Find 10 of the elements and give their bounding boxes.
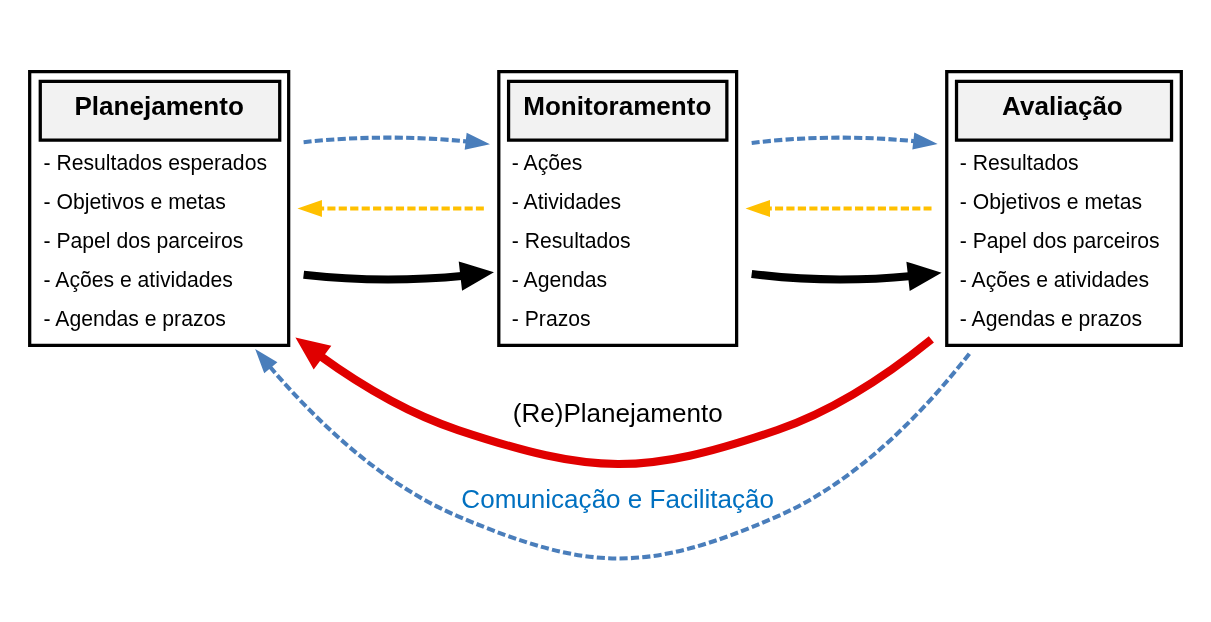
arrow: [745, 199, 932, 218]
arrow: [303, 261, 494, 291]
arrow: [751, 132, 938, 150]
edge-label: Comunicação e Facilitação: [461, 483, 775, 514]
edge-label: (Re)Planejamento: [512, 397, 723, 428]
arrow: [751, 261, 942, 292]
arrow: [303, 132, 490, 150]
arrow: [295, 336, 934, 469]
arrow: [255, 349, 971, 561]
arrow: [297, 199, 484, 218]
